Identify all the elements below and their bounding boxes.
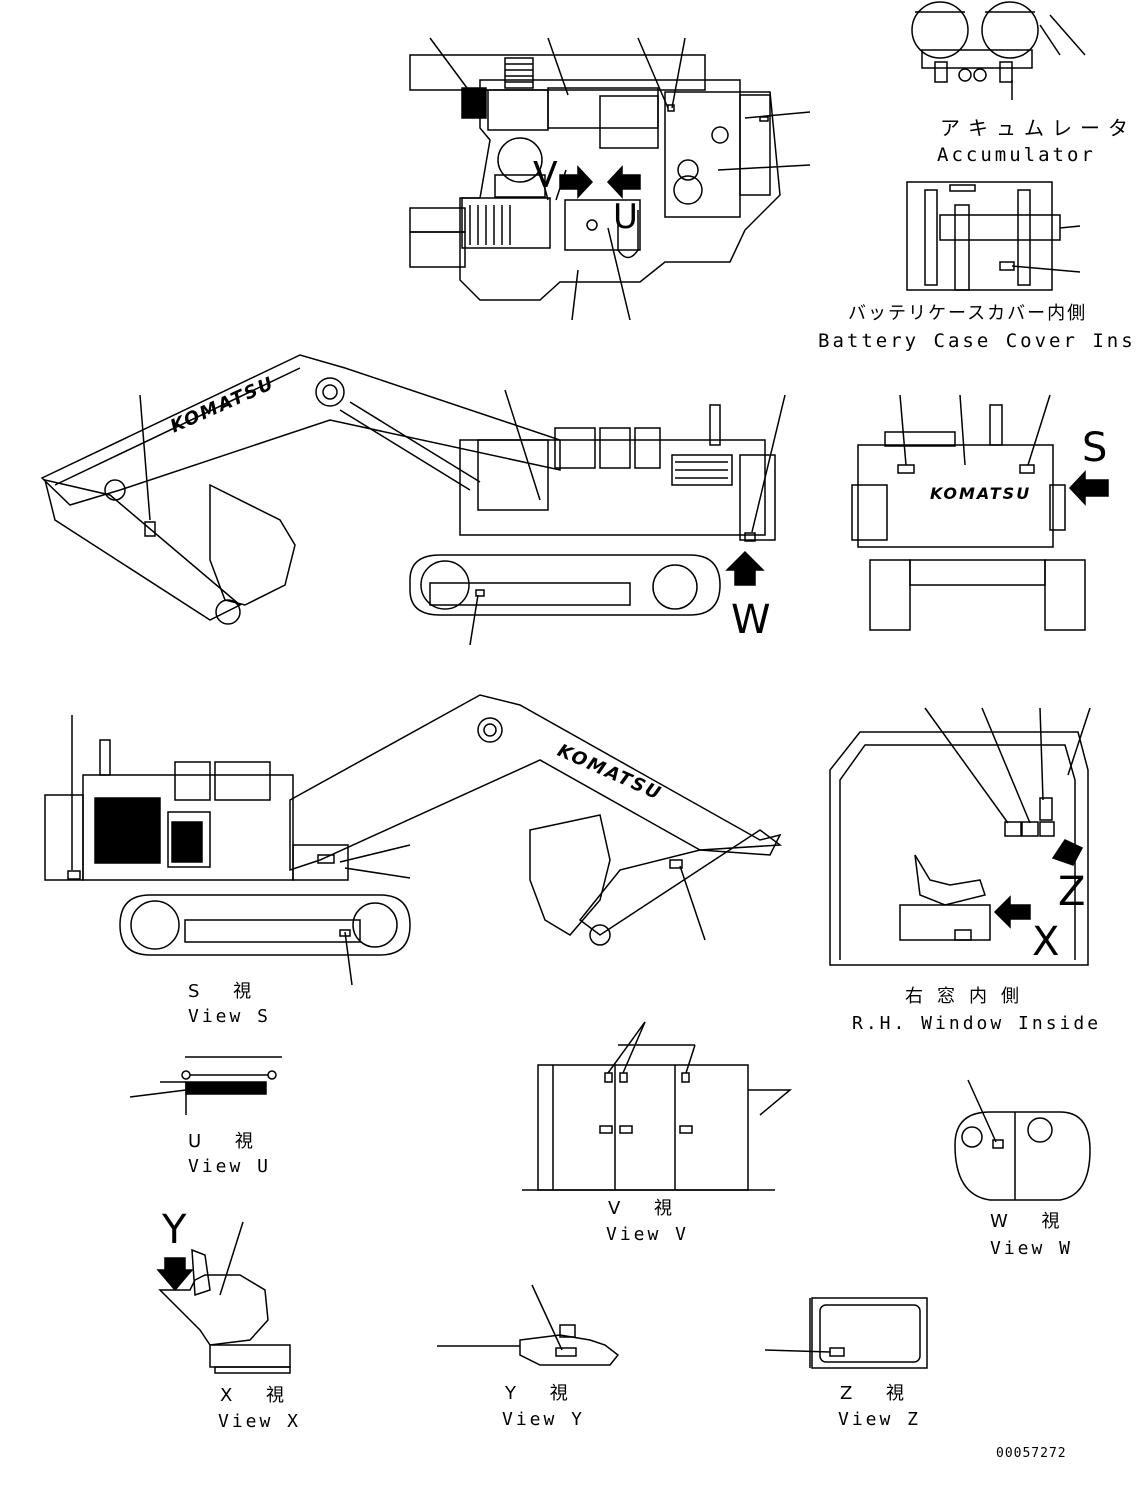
view-letter-v: V — [533, 155, 558, 196]
view-z-label-jp: Z 視 — [840, 1383, 919, 1404]
view-x-diagram — [156, 1221, 291, 1374]
view-s-label-jp: S 視 — [188, 981, 266, 1002]
view-z-label-en: View Z — [838, 1409, 922, 1430]
excavator-side-view-top — [40, 354, 786, 646]
top-plan-view — [409, 37, 811, 321]
excavator-rear-view — [851, 394, 1109, 631]
view-u-diagram — [129, 1056, 282, 1115]
view-y-label-en: View Y — [502, 1409, 586, 1430]
view-v-diagram — [522, 1021, 793, 1191]
rh-window-view — [829, 707, 1091, 966]
excavator-side-view-s — [44, 694, 783, 986]
battery-case-view — [906, 181, 1081, 291]
view-letter-u: U — [613, 197, 638, 237]
view-u-label-jp: U 視 — [188, 1131, 267, 1152]
view-y-label-jp: Y 視 — [505, 1383, 582, 1404]
view-v-label-jp: V 視 — [608, 1198, 687, 1219]
view-v-label-en: View V — [606, 1224, 690, 1245]
view-w-label-jp: W 視 — [990, 1211, 1074, 1232]
battery-label-en: Battery Case Cover Inside — [818, 330, 1137, 352]
accumulator-label-jp: アキュムレータ — [940, 116, 1136, 140]
brand-logo-rear: KOMATSU — [930, 484, 1032, 503]
view-letter-w: W — [731, 597, 771, 643]
view-letter-x: X — [1032, 919, 1060, 965]
view-letter-y: Y — [162, 1207, 187, 1253]
battery-label-jp: バッテリケースカバー内側 — [848, 303, 1088, 324]
view-letter-s: S — [1082, 425, 1108, 471]
view-u-label-en: View U — [188, 1156, 272, 1177]
view-letter-z: Z — [1058, 869, 1086, 915]
view-s-label-en: View S — [188, 1006, 272, 1027]
view-x-label-en: View X — [218, 1411, 302, 1432]
accumulator-view — [911, 1, 1086, 100]
rh-window-label-jp: 右窓内側 — [905, 986, 1033, 1007]
view-w-diagram — [954, 1079, 1091, 1201]
accumulator-label-en: Accumulator — [937, 144, 1096, 166]
view-z-diagram — [764, 1297, 928, 1369]
drawing-number: 00057272 — [996, 1446, 1067, 1461]
view-y-diagram — [437, 1284, 620, 1366]
view-w-label-en: View W — [990, 1238, 1074, 1259]
rh-window-label-en: R.H. Window Inside — [852, 1013, 1102, 1034]
view-x-label-jp: X 視 — [220, 1385, 299, 1406]
